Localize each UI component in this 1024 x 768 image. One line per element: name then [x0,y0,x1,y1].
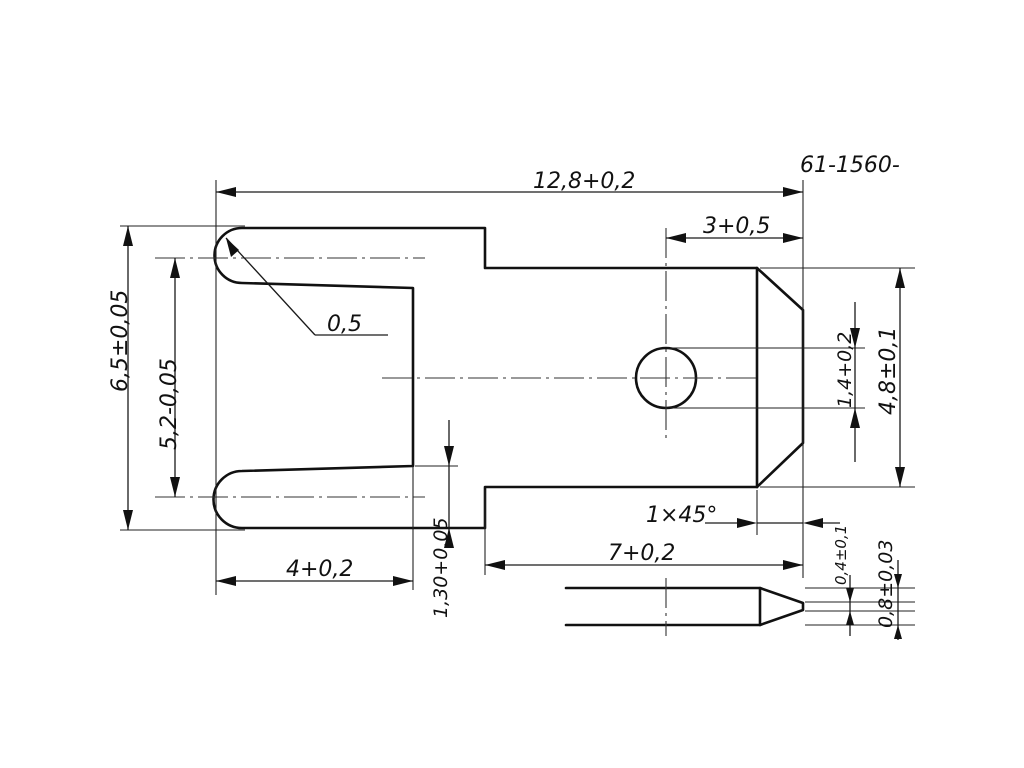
arrow [666,233,686,243]
arrow [216,576,236,586]
arrow [846,611,854,625]
dim-slot-spacing: 5,2-0,05 [157,358,182,450]
arrow [894,625,902,639]
arrow [783,560,803,570]
dim-fork-length: 4+0,2 [286,557,353,582]
arrow [895,268,905,288]
arrow [894,574,902,588]
dim-chamfer: 1×45° [646,503,717,528]
part-number: 61-1560- [800,153,900,178]
dim-tab-length: 7+0,2 [608,541,675,566]
dim-thickness-tip: 0,4±0,1 [832,525,850,585]
arrow [170,477,180,497]
side-view-profile [564,586,805,627]
arrow [216,187,236,197]
arrow [485,560,505,570]
arrow [393,576,413,586]
arrow [226,238,239,257]
arrow [846,588,854,602]
arrow [803,518,823,528]
dim-tab-chamfer: 3+0,5 [703,214,770,239]
arrow [737,518,757,528]
dim-tab-width: 4,8±0,1 [876,327,901,415]
arrow [850,328,860,348]
arrow [783,187,803,197]
dim-fork-radius: 0,5 [327,312,362,337]
arrow [123,226,133,246]
arrow [123,510,133,530]
dim-overall-width: 6,5±0,05 [108,290,133,392]
tab-tip-chamfer [755,266,805,489]
arrow [895,467,905,487]
dim-hole-diameter: 1,4+0,2 [834,332,856,408]
arrow [444,528,454,548]
arrow [170,258,180,278]
dim-thickness: 0,8±0,03 [875,540,897,628]
dim-fork-offset: 1,30+0,05 [430,517,452,618]
arrow [444,446,454,466]
dim-overall-length: 12,8+0,2 [533,169,635,194]
radius-leader [225,237,316,336]
arrow [850,408,860,428]
arrow [783,233,803,243]
